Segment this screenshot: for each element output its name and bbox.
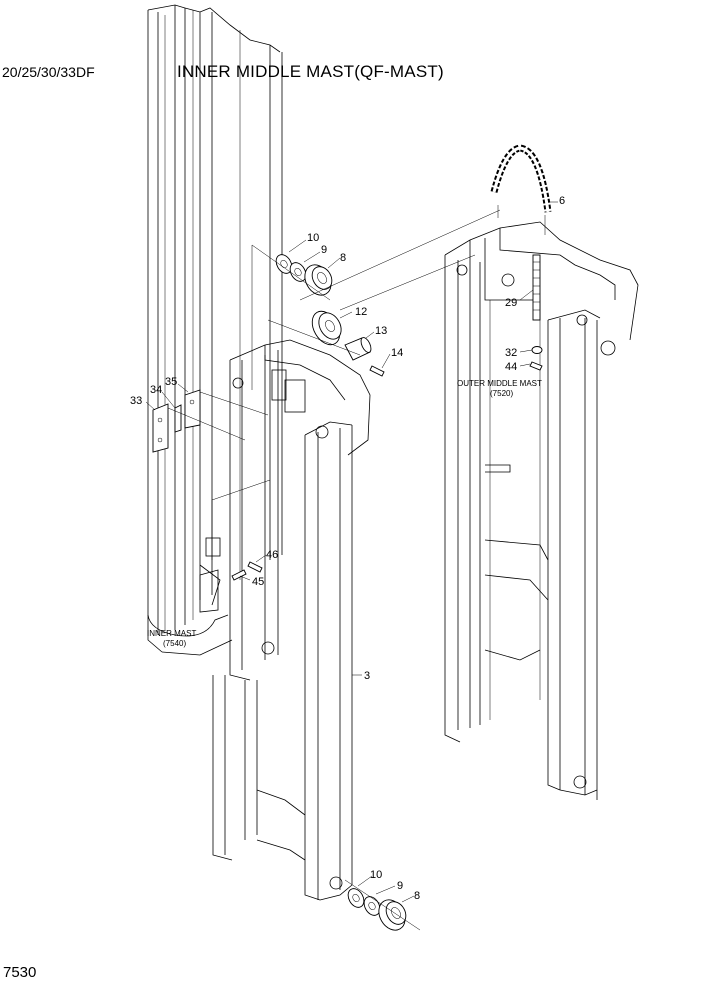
- callout-9-upper: 9: [321, 244, 327, 256]
- outer-middle-mast-ref: (7520): [490, 389, 513, 398]
- callout-12: 12: [355, 306, 367, 318]
- pin-46: [247, 561, 263, 573]
- lower-washer-9: [363, 896, 381, 916]
- callout-leaders: [145, 201, 558, 903]
- split-pin-44: [529, 361, 543, 371]
- lower-bearing-8: [378, 899, 407, 931]
- bracket-33: [152, 403, 169, 453]
- bolt-14: [369, 365, 385, 377]
- inner-middle-mast-drawing: [199, 339, 371, 901]
- pin-45: [231, 569, 247, 581]
- callout-8-lower: 8: [414, 890, 420, 902]
- callout-29: 29: [505, 297, 517, 309]
- upper-washer-10: [275, 254, 293, 274]
- callout-9-lower: 9: [397, 880, 403, 892]
- diagram-title: INNER MIDDLE MAST(QF-MAST): [177, 62, 444, 81]
- shim-34: [174, 404, 182, 433]
- model-code: 20/25/30/33DF: [2, 64, 95, 80]
- inner-mast-drawing: [147, 4, 283, 656]
- callout-35: 35: [165, 376, 177, 388]
- lift-chain-6: [490, 144, 552, 235]
- inner-mast-ref: (7540): [163, 639, 186, 648]
- outer-middle-mast-drawing: [444, 221, 639, 800]
- plate-35: [184, 389, 201, 429]
- assembly-guide-lines: [167, 209, 501, 931]
- callout-10-lower: 10: [370, 869, 382, 881]
- chain-sheave-12: [311, 310, 342, 346]
- callout-34: 34: [150, 384, 162, 396]
- lower-washer-10: [347, 888, 365, 908]
- sheave-pin-13: [344, 337, 372, 361]
- callout-14: 14: [391, 347, 403, 359]
- inner-mast-caption: INNER MAST: [147, 629, 196, 638]
- chain-anchor-bolt-29: [532, 254, 541, 321]
- callout-44: 44: [505, 361, 517, 373]
- nut-32: [531, 346, 543, 354]
- page-number: 7530: [3, 964, 37, 981]
- callout-33: 33: [130, 395, 142, 407]
- callout-13: 13: [375, 325, 387, 337]
- callout-32: 32: [505, 347, 517, 359]
- callout-8-upper: 8: [340, 252, 346, 264]
- callout-3: 3: [364, 670, 370, 682]
- callout-46: 46: [266, 549, 278, 561]
- callout-6: 6: [559, 195, 565, 207]
- upper-bearing-8: [304, 264, 333, 296]
- outer-middle-mast-caption: OUTER MIDDLE MAST: [457, 379, 542, 388]
- callout-10-upper: 10: [307, 232, 319, 244]
- callout-45: 45: [252, 576, 264, 588]
